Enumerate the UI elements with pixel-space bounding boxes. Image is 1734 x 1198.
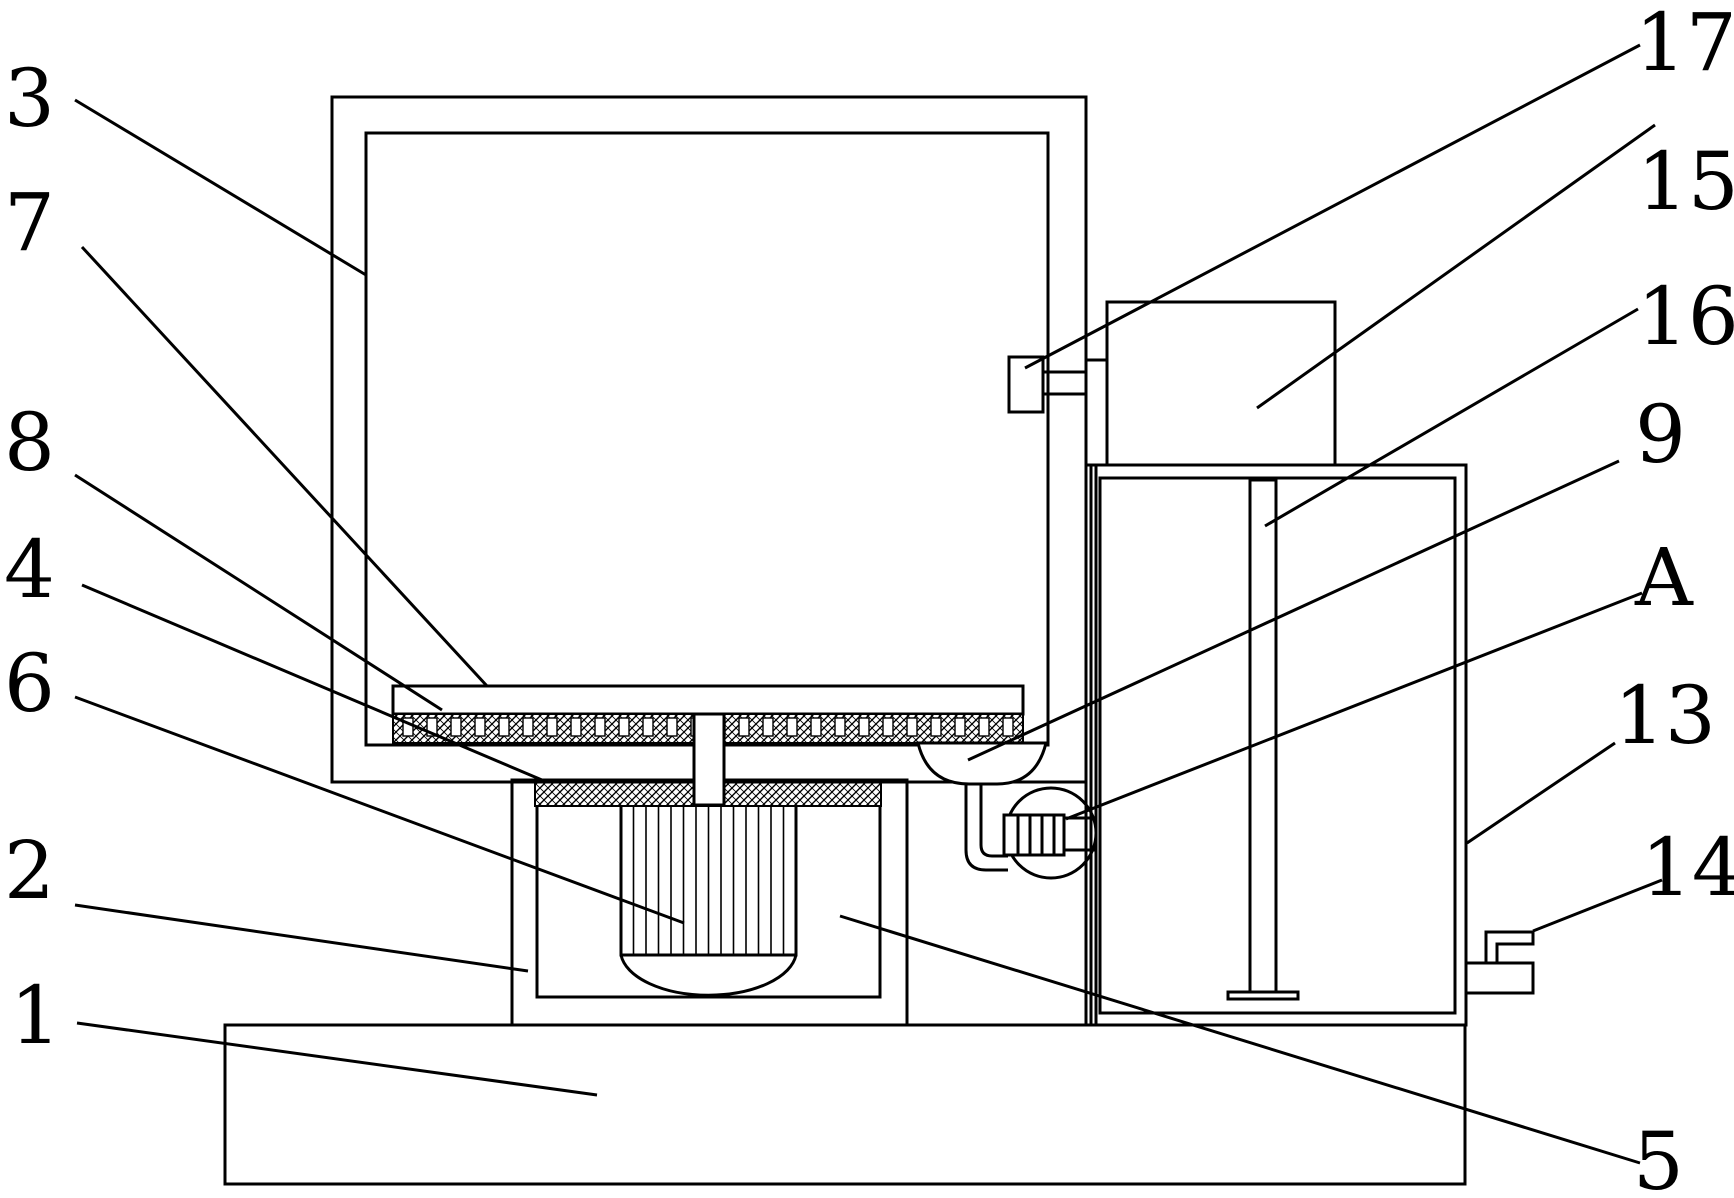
brush-tooth bbox=[810, 717, 822, 737]
brush-tooth bbox=[546, 717, 558, 737]
brush-tooth bbox=[1002, 717, 1014, 737]
water-tank-outer bbox=[1089, 463, 1468, 1027]
brush-tooth bbox=[618, 717, 630, 737]
water-tank-inner bbox=[1098, 476, 1457, 1015]
brush-tooth bbox=[426, 717, 438, 737]
brush-tooth bbox=[906, 717, 918, 737]
label-7: 7 bbox=[4, 176, 55, 269]
label-9: 9 bbox=[1635, 388, 1686, 481]
motor-shaft bbox=[692, 712, 726, 807]
part-labels: 1 2 3 4 5 6 7 8 9 13 14 15 16 17 A bbox=[4, 0, 1734, 1198]
base-plate bbox=[223, 1023, 1467, 1186]
brush-tooth bbox=[570, 717, 582, 737]
brush-tooth bbox=[474, 717, 486, 737]
brush-tooth bbox=[498, 717, 510, 737]
leader-lines bbox=[74, 43, 1663, 1165]
label-A: A bbox=[1634, 531, 1694, 624]
stirring-motor bbox=[1105, 300, 1337, 467]
label-3: 3 bbox=[4, 52, 55, 145]
brush-tooth bbox=[858, 717, 870, 737]
motor-bracket bbox=[1084, 358, 1109, 467]
sensor-box bbox=[1007, 355, 1045, 414]
brush-tooth bbox=[762, 717, 774, 737]
collecting-hopper bbox=[916, 741, 1048, 786]
brush-tooth bbox=[402, 717, 414, 737]
brush-tooth bbox=[666, 717, 678, 737]
label-16: 16 bbox=[1637, 270, 1734, 363]
main-box-inner bbox=[364, 131, 1050, 747]
label-13: 13 bbox=[1614, 669, 1716, 762]
brush-tooth bbox=[594, 717, 606, 737]
motor bbox=[619, 783, 798, 997]
hopper-pipe bbox=[964, 784, 1008, 872]
pump-ribs bbox=[1016, 815, 1056, 855]
label-14: 14 bbox=[1641, 821, 1734, 914]
grinding-plate bbox=[391, 684, 1025, 716]
label-17: 17 bbox=[1635, 0, 1734, 89]
brush-tooth bbox=[882, 717, 894, 737]
outlet-valve bbox=[1466, 930, 1535, 995]
brush-tooth bbox=[450, 717, 462, 737]
brush-tooth bbox=[642, 717, 654, 737]
brush-tooth bbox=[786, 717, 798, 737]
brush-tooth bbox=[834, 717, 846, 737]
label-6: 6 bbox=[4, 637, 55, 730]
label-4: 4 bbox=[4, 523, 55, 616]
motor-housing-outer bbox=[510, 778, 909, 1027]
stirring-paddle bbox=[1226, 990, 1300, 1001]
label-5: 5 bbox=[1633, 1115, 1684, 1198]
main-box-outer bbox=[330, 95, 1088, 784]
label-2: 2 bbox=[4, 824, 55, 917]
brush-tooth bbox=[930, 717, 942, 737]
label-15: 15 bbox=[1637, 135, 1734, 228]
brush-tooth bbox=[978, 717, 990, 737]
brush-tooth bbox=[738, 717, 750, 737]
stirring-shaft bbox=[1248, 478, 1278, 994]
label-1: 1 bbox=[10, 969, 61, 1062]
label-8: 8 bbox=[4, 396, 55, 489]
brush-tooth bbox=[954, 717, 966, 737]
brush-tooth bbox=[522, 717, 534, 737]
